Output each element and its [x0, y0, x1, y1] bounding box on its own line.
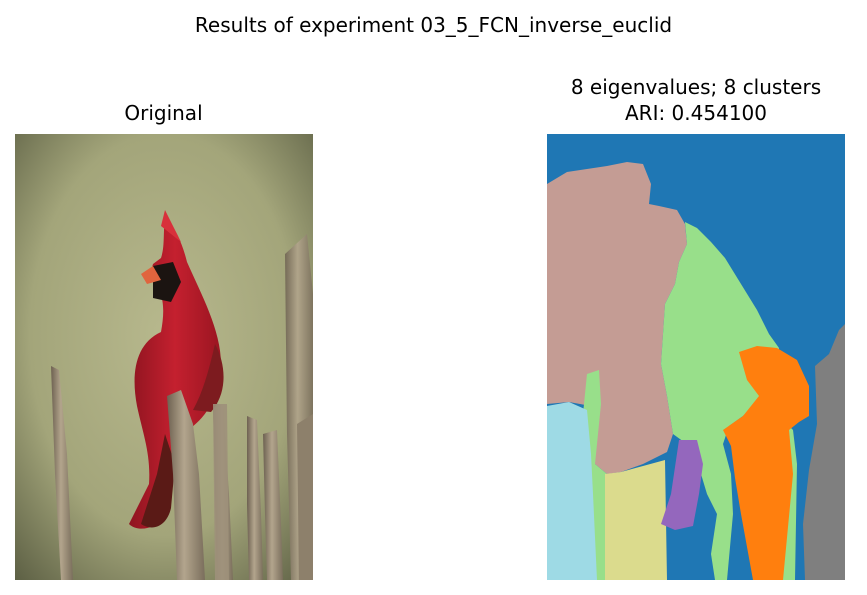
segmentation-title-line1: 8 eigenvalues; 8 clusters [570, 75, 822, 99]
fence-post [51, 366, 73, 580]
cardinal-body [129, 216, 221, 529]
figure-title: Results of experiment 03_5_FCN_inverse_e… [194, 13, 673, 37]
fence-post [297, 414, 313, 580]
fence-post [247, 416, 263, 580]
cluster-region [605, 460, 667, 580]
cardinal-beak [141, 266, 161, 284]
cluster-region [547, 162, 687, 474]
cardinal-tail [141, 434, 175, 528]
cardinal-wing [193, 344, 224, 412]
cardinal-mask [153, 262, 181, 302]
cluster-region [723, 346, 809, 580]
segmentation-title-line2: ARI: 0.454100 [624, 101, 767, 125]
cardinal-photo [15, 134, 313, 580]
fence-post [213, 404, 229, 580]
cluster-region [661, 222, 779, 580]
segmentation-image [547, 134, 845, 580]
cluster-region [803, 324, 845, 580]
original-panel-title: Original [124, 101, 203, 125]
cardinal-crest [161, 210, 181, 242]
cluster-region [547, 402, 597, 580]
fence-post [263, 430, 283, 580]
segmentation-panel-title: 8 eigenvalues; 8 clusters ARI: 0.454100 [546, 74, 846, 126]
cluster-region [661, 440, 703, 530]
segmentation-map [547, 134, 845, 580]
fence-post [167, 390, 205, 580]
original-image [15, 134, 313, 580]
